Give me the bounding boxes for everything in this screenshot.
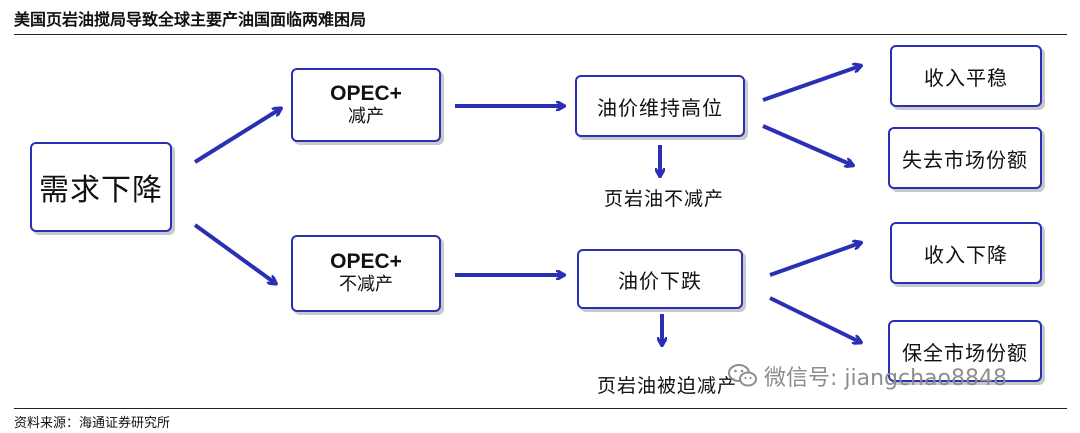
arrow-demand-to-opec-cut: [193, 109, 280, 164]
node-opec-no-cut-line2: 不减产: [339, 274, 393, 296]
node-lose-market-share: 失去市场份额: [888, 127, 1042, 189]
top-rule: [14, 34, 1067, 35]
page-title: 美国页岩油搅局导致全球主要产油国面临两难困局: [14, 10, 367, 29]
node-price-fall: 油价下跌: [577, 249, 743, 309]
wechat-icon: [728, 364, 757, 387]
arrow-demand-to-opec-nocut: [193, 223, 275, 283]
node-opec-no-cut: OPEC+ 不减产: [291, 235, 441, 312]
node-income-fall-label: 收入下降: [924, 242, 1008, 267]
node-price-hold: 油价维持高位: [575, 75, 745, 137]
node-opec-no-cut-line1: OPEC+: [330, 250, 402, 274]
node-demand-decline-label: 需求下降: [39, 173, 163, 208]
node-demand-decline: 需求下降: [30, 142, 172, 232]
watermark-text: 微信号: jiangchao8848: [764, 366, 1007, 391]
node-opec-cut-line2: 减产: [348, 105, 384, 127]
node-keep-market-share: 保全市场份额: [888, 320, 1042, 382]
node-income-stable-label: 收入平稳: [924, 65, 1008, 90]
node-opec-cut: OPEC+ 减产: [291, 68, 441, 142]
node-price-hold-label: 油价维持高位: [597, 95, 723, 120]
node-lose-market-share-label: 失去市场份额: [902, 147, 1028, 172]
node-opec-cut-line1: OPEC+: [330, 81, 402, 105]
node-price-fall-label: 油价下跌: [618, 268, 702, 293]
node-income-fall: 收入下降: [890, 222, 1042, 284]
node-income-stable: 收入平稳: [890, 45, 1042, 107]
bottom-rule: [14, 408, 1067, 409]
watermark: 微信号: jiangchao8848: [728, 360, 1007, 392]
arrow-price-hold-to-income-stable: [762, 66, 860, 102]
arrow-price-hold-to-lose-share: [762, 124, 852, 165]
node-keep-market-share-label: 保全市场份额: [902, 340, 1028, 365]
arrow-price-fall-to-income-fall: [769, 243, 860, 277]
source-note: 资料来源：海通证券研究所: [14, 416, 171, 431]
arrow-price-fall-to-keep-share: [769, 296, 860, 342]
note-shale-no-cut: 页岩油不减产: [604, 188, 725, 210]
note-shale-forced-cut: 页岩油被迫减产: [597, 375, 738, 397]
